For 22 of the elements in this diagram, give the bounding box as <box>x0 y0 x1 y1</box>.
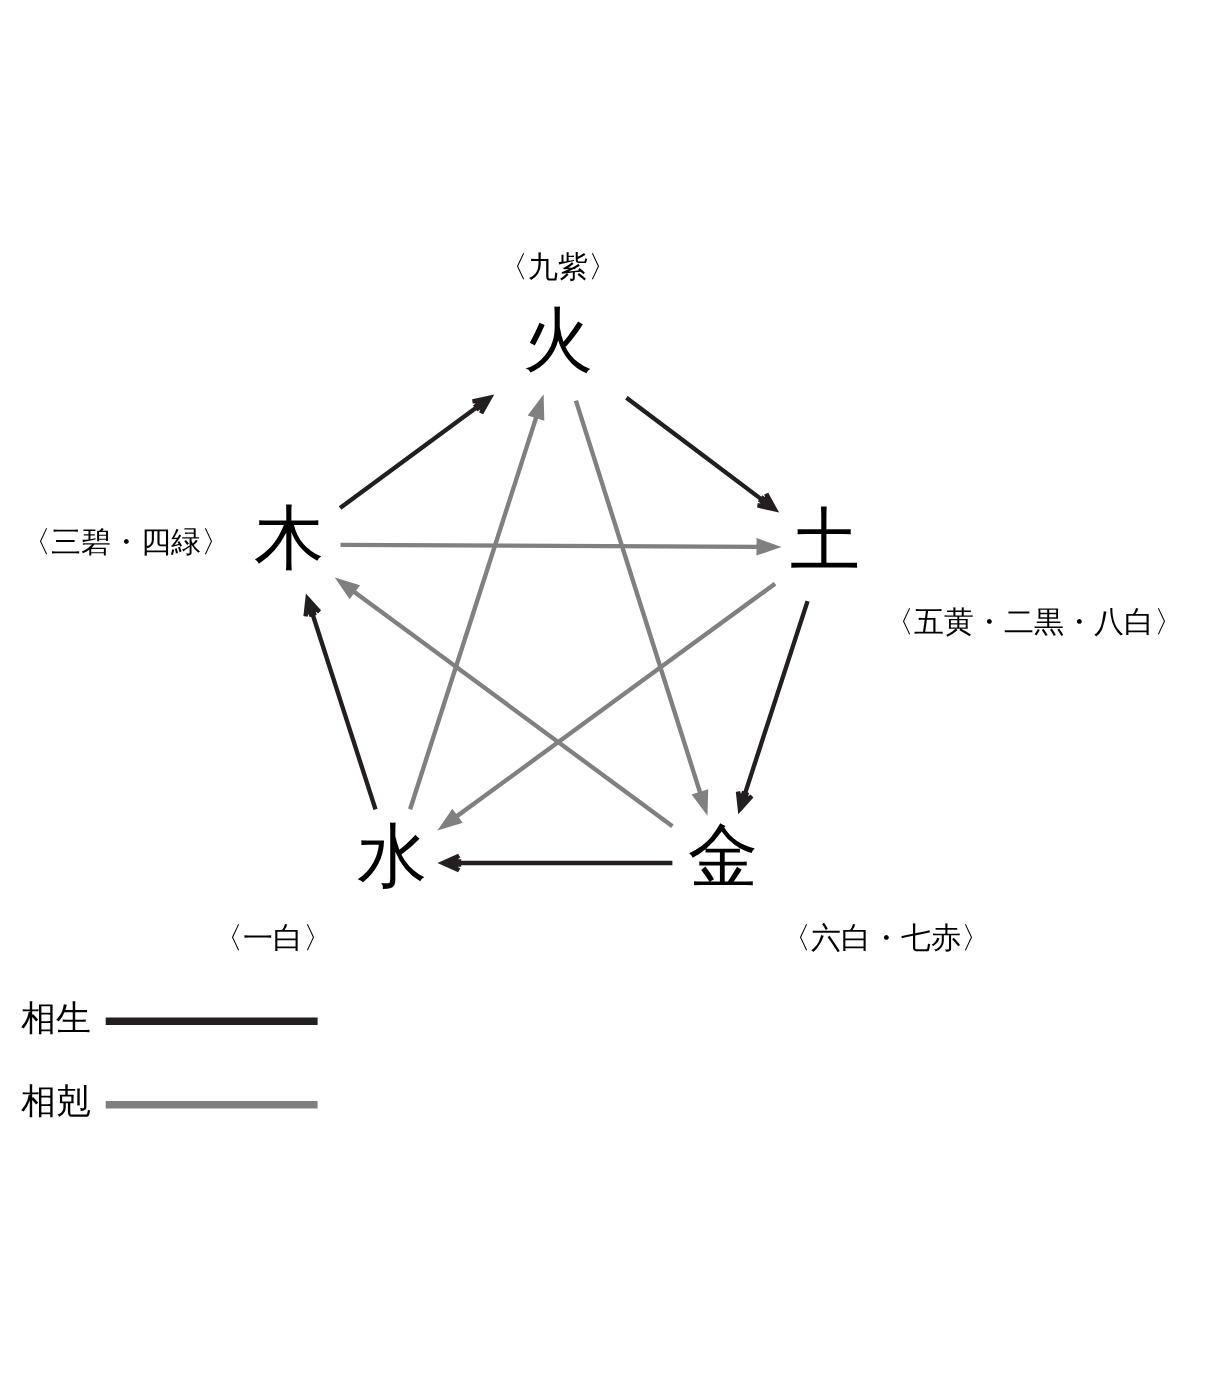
node-label: 〈五黄・二黒・八白〉 <box>883 604 1184 640</box>
node-label: 〈六白・七赤〉 <box>781 920 992 956</box>
legend-label: 相生 <box>20 997 91 1038</box>
legend-label: 相剋 <box>20 1081 91 1122</box>
node-text: 水 <box>356 815 427 897</box>
node-label: 〈一白〉 <box>213 920 334 956</box>
node-text: 土 <box>790 499 861 581</box>
arrow <box>303 596 378 811</box>
node-text: 火 <box>522 299 593 381</box>
node-label: 〈九紫〉 <box>497 249 618 285</box>
node-label: 〈三碧・四緑〉 <box>20 524 231 560</box>
arrow <box>408 394 545 810</box>
arrow <box>340 538 782 556</box>
arrow <box>573 400 709 816</box>
arrow <box>437 581 777 831</box>
arrow <box>735 600 810 812</box>
arrow <box>625 396 778 512</box>
node-text: 金 <box>687 815 758 897</box>
arrow <box>440 853 673 873</box>
arrow <box>338 395 493 510</box>
arrow <box>334 577 674 828</box>
node-text: 木 <box>254 496 325 578</box>
